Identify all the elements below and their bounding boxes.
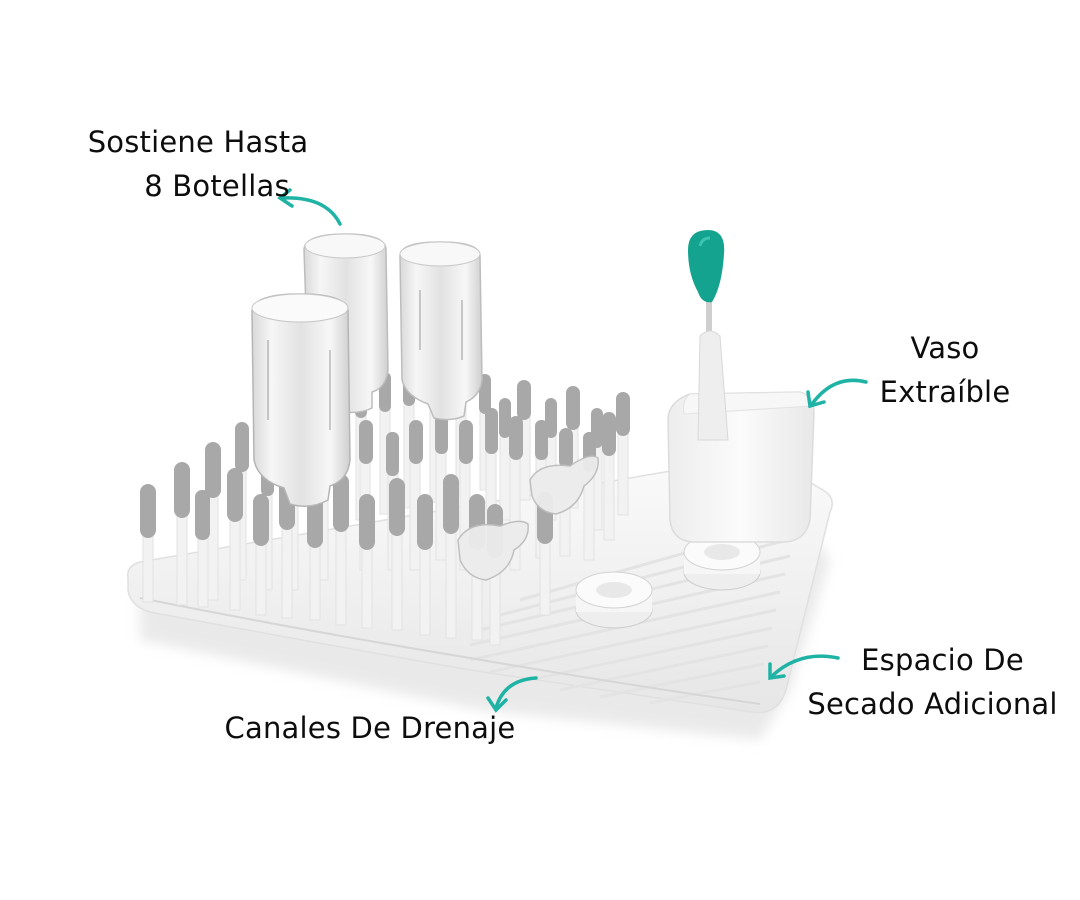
drying-pegs — [140, 354, 630, 646]
callout-extra-drying-space: Espacio De Secado Adicional — [790, 638, 1075, 726]
callout-line: 8 Botellas — [144, 169, 290, 203]
callout-removable-cup: Vaso Extraíble — [870, 326, 1020, 414]
glass-bottles — [251, 233, 483, 507]
callout-line: Canales De Drenaje — [224, 711, 516, 745]
callout-line: Vaso — [910, 331, 980, 365]
callout-line: Sostiene Hasta — [87, 125, 309, 159]
removable-cup — [667, 391, 815, 543]
callout-line: Secado Adicional — [807, 687, 1058, 721]
nipples — [457, 455, 599, 581]
brush — [688, 230, 729, 441]
callout-drainage-channels: Canales De Drenaje — [210, 706, 530, 750]
bottle-rings — [575, 533, 761, 629]
callout-line: Extraíble — [879, 375, 1011, 409]
callout-arrows — [277, 188, 868, 713]
callout-line: Espacio De — [861, 643, 1024, 677]
callout-holds-8-bottles: Sostiene Hasta 8 Botellas — [78, 120, 318, 208]
